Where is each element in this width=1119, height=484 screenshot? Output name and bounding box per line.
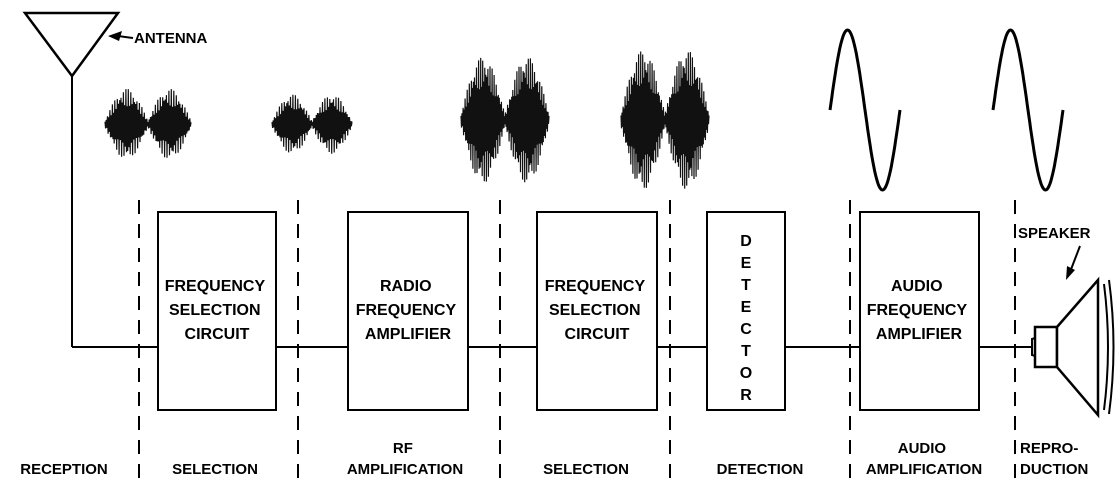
rf-waveform-icon xyxy=(620,51,710,189)
audio-waveform-icon xyxy=(991,28,1065,192)
block-box xyxy=(347,211,469,411)
rf-waveform-icon xyxy=(460,57,550,183)
waveforms xyxy=(104,28,1065,192)
speaker-pointer-line xyxy=(1069,245,1081,273)
antenna: ANTENNA xyxy=(22,11,207,347)
speaker-sound-wave-icon xyxy=(1103,283,1109,411)
rf-waveform-icon xyxy=(271,94,353,154)
speaker-magnet-icon xyxy=(1033,325,1059,369)
stage-label-selection-2: SELECTION xyxy=(543,461,629,478)
speaker-pointer-arrow-icon xyxy=(1066,266,1075,280)
antenna-triangle-icon xyxy=(22,11,121,79)
stage-label-reproduction: REPRO- DUCTION xyxy=(1020,440,1088,478)
block-box xyxy=(157,211,277,411)
speaker-label: SPEAKER xyxy=(1018,225,1091,242)
antenna-pointer-arrow-icon xyxy=(108,31,122,41)
stage-label-rf-amplification: RF AMPLIFICATION xyxy=(347,440,463,478)
stage-label-reception: RECEPTION xyxy=(20,461,108,478)
block-frequency-selection-1: FREQUENCY SELECTION CIRCUIT xyxy=(157,211,277,411)
speaker-cone-icon xyxy=(1055,276,1100,419)
block-frequency-selection-2: FREQUENCY SELECTION CIRCUIT xyxy=(536,211,658,411)
block-box xyxy=(859,211,980,411)
stage-label-detection: DETECTION xyxy=(717,461,804,478)
block-label: RADIO FREQUENCY AMPLIFIER xyxy=(356,278,461,343)
audio-waveform-icon xyxy=(828,28,902,192)
block-audio-amplifier: AUDIO FREQUENCY AMPLIFIER xyxy=(859,211,980,411)
antenna-pointer-line xyxy=(117,35,134,39)
block-label: AUDIO FREQUENCY AMPLIFIER xyxy=(867,278,972,343)
stage-label-audio-amplification: AUDIO AMPLIFICATION xyxy=(866,440,982,478)
stage-label-selection-1: SELECTION xyxy=(172,461,258,478)
rf-waveform-icon xyxy=(104,89,192,158)
speaker-sound-wave-icon xyxy=(1108,279,1115,415)
block-rf-amplifier: RADIO FREQUENCY AMPLIFIER xyxy=(347,211,469,411)
block-box xyxy=(706,211,786,411)
block-label: FREQUENCY SELECTION CIRCUIT xyxy=(165,278,270,343)
speaker: SPEAKER xyxy=(1018,225,1115,419)
antenna-label: ANTENNA xyxy=(134,30,207,47)
block-box xyxy=(536,211,658,411)
block-label: FREQUENCY SELECTION CIRCUIT xyxy=(545,278,650,343)
stage-labels: RECEPTION SELECTION RF AMPLIFICATION SEL… xyxy=(20,440,1088,478)
